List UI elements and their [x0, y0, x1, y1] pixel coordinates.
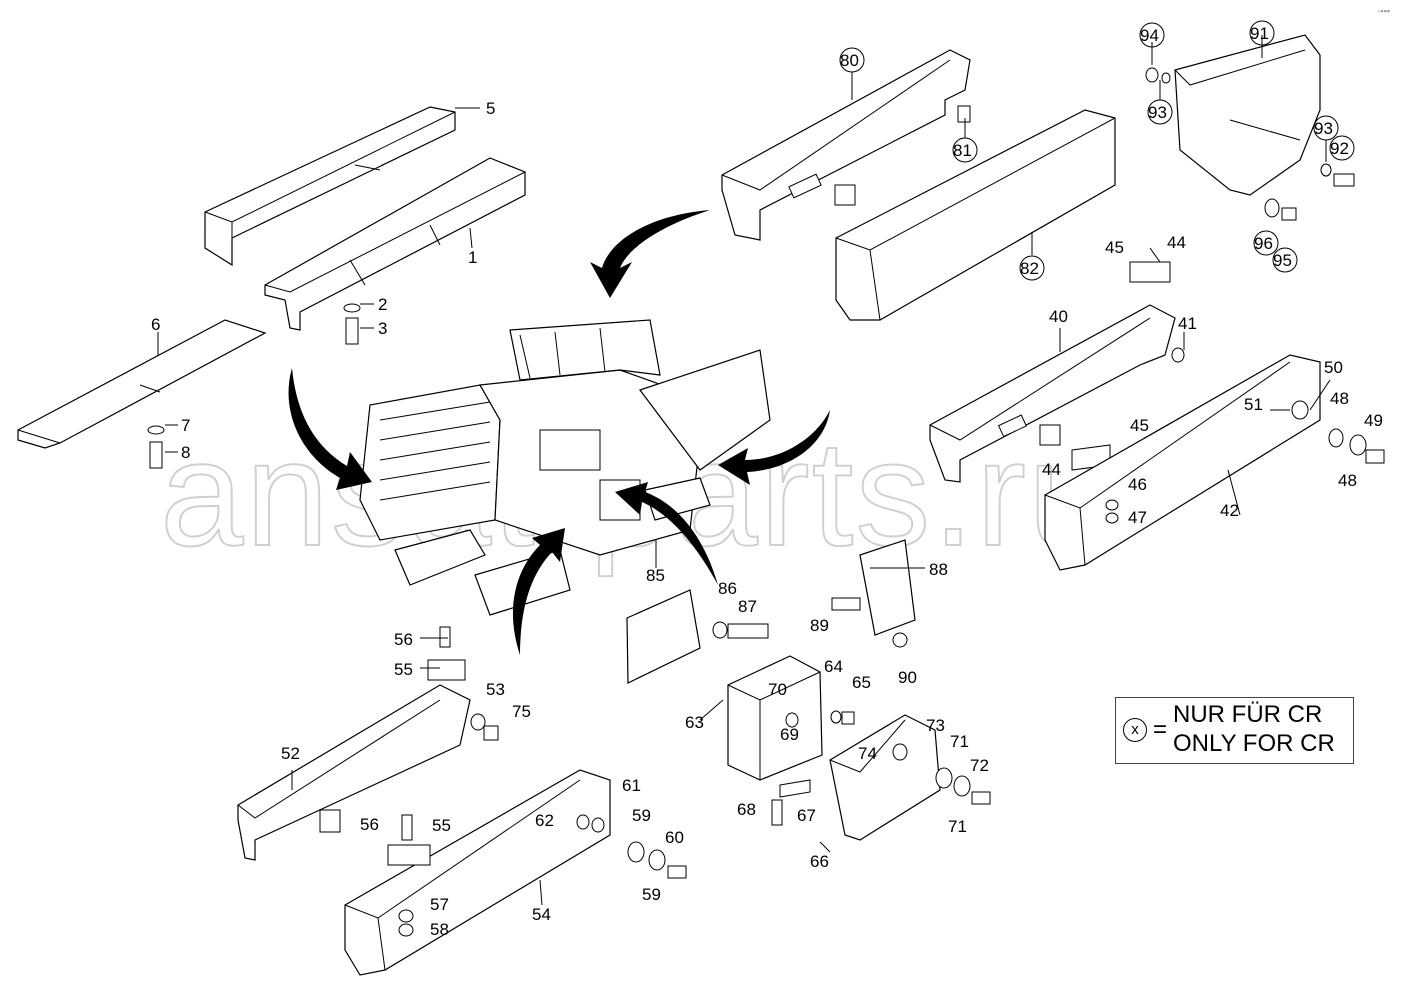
label-1: 1 — [468, 248, 477, 267]
label-56a: 56 — [394, 630, 413, 649]
part-66-cover — [829, 714, 991, 841]
part-5-cover — [204, 106, 456, 267]
label-5: 5 — [486, 99, 495, 118]
leader-lines — [157, 35, 1331, 906]
label-89: 89 — [810, 616, 829, 635]
part-6-strip — [17, 319, 267, 449]
label-45a: 45 — [1105, 238, 1124, 257]
label-7: 7 — [181, 416, 190, 435]
label-80: 80 — [840, 51, 859, 70]
label-69: 69 — [780, 725, 799, 744]
label-93b: 93 — [1314, 119, 1333, 138]
part-40-frame — [929, 261, 1185, 483]
label-45b: 45 — [1130, 416, 1149, 435]
legend-box: x = NUR FÜR CR ONLY FOR CR — [1115, 697, 1354, 764]
label-65: 65 — [852, 673, 871, 692]
label-41: 41 — [1178, 314, 1197, 333]
label-75: 75 — [512, 702, 531, 721]
legend-line-en: ONLY FOR CR — [1173, 730, 1335, 757]
label-94: 94 — [1140, 26, 1159, 45]
label-82: 82 — [1020, 259, 1039, 278]
label-61: 61 — [622, 776, 641, 795]
label-58: 58 — [430, 920, 449, 939]
label-64: 64 — [824, 657, 843, 676]
label-63: 63 — [685, 713, 704, 732]
part-91-bracket — [1145, 34, 1355, 221]
label-73: 73 — [926, 716, 945, 735]
part-1-frame — [264, 157, 526, 331]
label-49: 49 — [1364, 411, 1383, 430]
part-labels: 5 1 2 3 6 7 8 80 81 82 91 94 93 93 92 96… — [151, 24, 1383, 939]
label-42: 42 — [1220, 501, 1239, 520]
label-57: 57 — [430, 895, 449, 914]
label-71b: 71 — [948, 817, 967, 836]
label-59b: 59 — [642, 885, 661, 904]
part-52-frame — [237, 626, 499, 861]
label-81: 81 — [953, 141, 972, 160]
label-93a: 93 — [1148, 103, 1167, 122]
label-48b: 48 — [1338, 471, 1357, 490]
part-42-cover — [1044, 354, 1385, 571]
label-72: 72 — [970, 756, 989, 775]
label-40: 40 — [1049, 307, 1068, 326]
label-70: 70 — [768, 680, 787, 699]
cr-only-circles — [839, 20, 1355, 281]
label-85: 85 — [646, 566, 665, 585]
label-59a: 59 — [632, 806, 651, 825]
label-44a: 44 — [1167, 233, 1186, 252]
part-88-plate — [831, 539, 916, 648]
label-66: 66 — [810, 852, 829, 871]
label-6: 6 — [151, 315, 160, 334]
label-44b: 44 — [1042, 460, 1061, 479]
label-91: 91 — [1250, 24, 1269, 43]
label-53: 53 — [486, 680, 505, 699]
label-48a: 48 — [1330, 389, 1349, 408]
label-50: 50 — [1324, 358, 1343, 377]
legend-symbol: x — [1123, 718, 1147, 742]
label-2: 2 — [378, 295, 387, 314]
part-63-box — [727, 655, 855, 826]
label-96: 96 — [1254, 234, 1273, 253]
label-55a: 55 — [394, 660, 413, 679]
label-52: 52 — [281, 744, 300, 763]
assembly-arrows — [288, 210, 830, 655]
label-74: 74 — [858, 744, 877, 763]
label-87: 87 — [738, 597, 757, 616]
label-3: 3 — [378, 319, 387, 338]
part-80-frame — [721, 49, 971, 241]
label-8: 8 — [181, 443, 190, 462]
label-90: 90 — [898, 668, 917, 687]
label-67: 67 — [797, 806, 816, 825]
label-46: 46 — [1128, 475, 1147, 494]
part-82-cover — [835, 109, 1116, 321]
legend-equals: = — [1153, 716, 1168, 743]
label-51: 51 — [1244, 395, 1263, 414]
label-68: 68 — [737, 800, 756, 819]
label-71a: 71 — [950, 732, 969, 751]
label-92: 92 — [1330, 139, 1349, 158]
label-88: 88 — [929, 560, 948, 579]
label-62: 62 — [535, 811, 554, 830]
label-54: 54 — [532, 905, 551, 924]
machine-body — [359, 319, 771, 556]
label-86: 86 — [718, 579, 737, 598]
label-47: 47 — [1128, 508, 1147, 527]
part-85-plate — [626, 589, 769, 684]
label-56b: 56 — [360, 815, 379, 834]
legend-line-de: NUR FÜR CR — [1173, 701, 1323, 728]
part-54-cover — [344, 769, 687, 976]
label-60: 60 — [665, 828, 684, 847]
corner-mark: ◦▪▪▪ — [1377, 6, 1390, 16]
fasteners-2-3-7-8 — [147, 303, 361, 469]
label-55b: 55 — [432, 816, 451, 835]
label-95: 95 — [1273, 251, 1292, 270]
